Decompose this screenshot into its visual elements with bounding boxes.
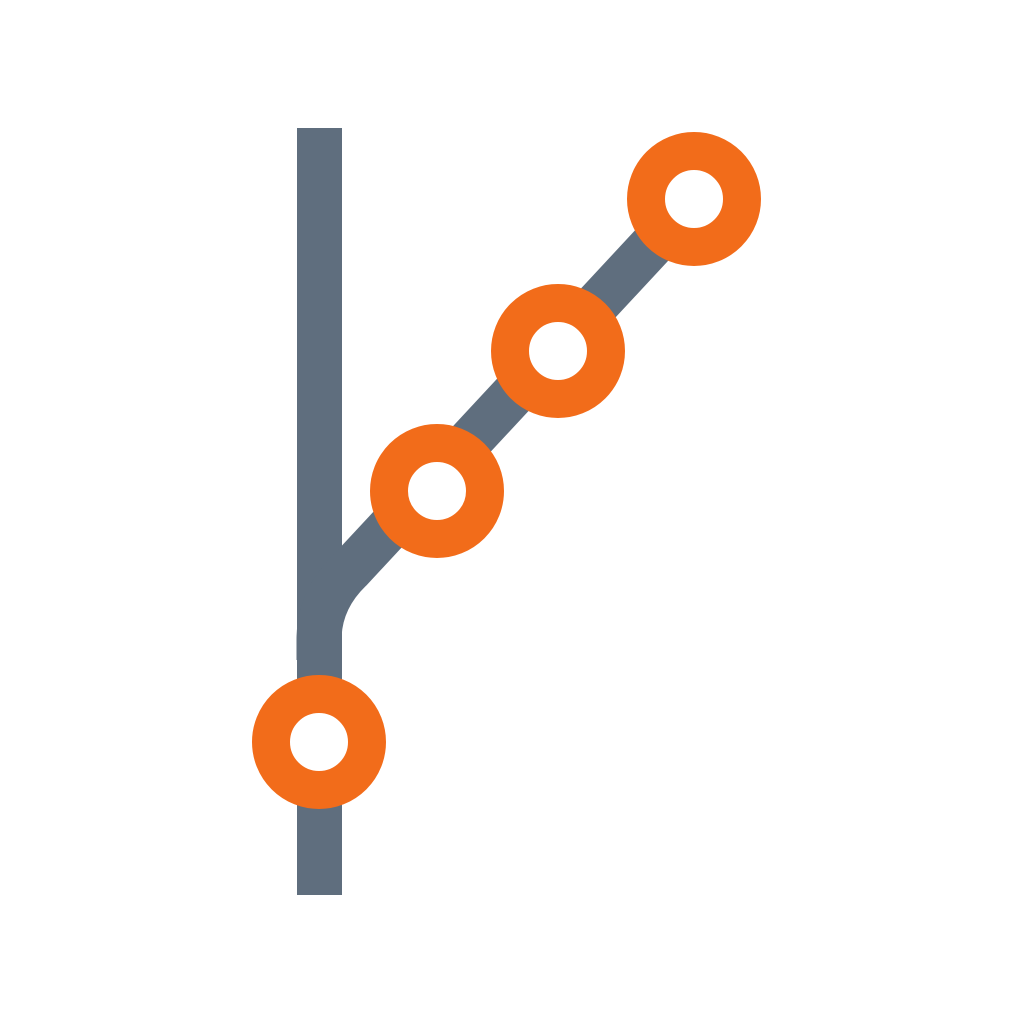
- commit-node-branch-2: [491, 284, 625, 418]
- commit-node-branch-3: [627, 132, 761, 266]
- commit-node-branch-1: [370, 424, 504, 558]
- commit-nodes: [252, 132, 761, 809]
- commit-node-main: [252, 675, 386, 809]
- feature-branch-line: [296, 199, 697, 663]
